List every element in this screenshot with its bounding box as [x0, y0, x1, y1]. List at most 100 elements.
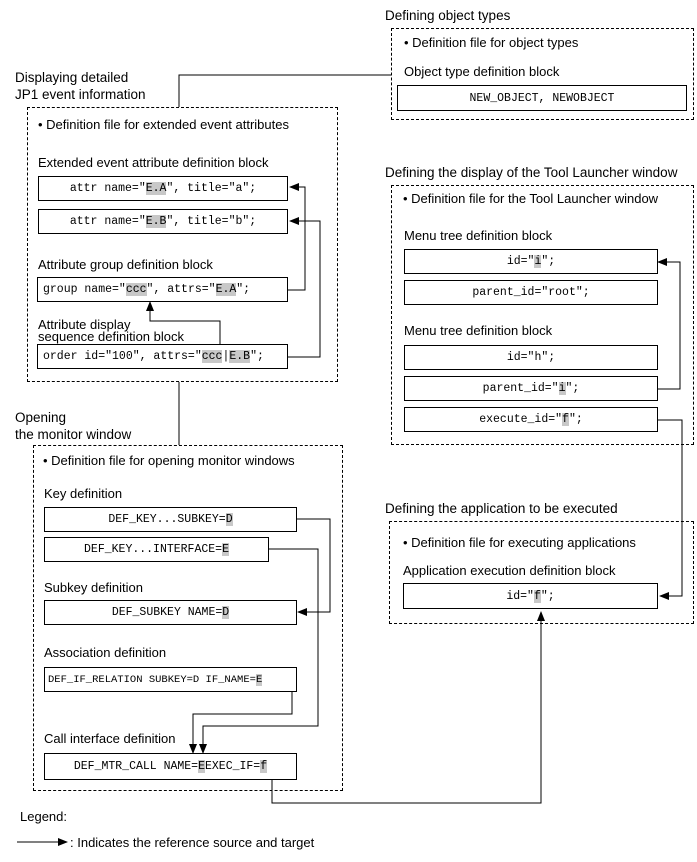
code-highlight-2: E.B — [229, 350, 251, 363]
code-pre: group name=" — [43, 283, 126, 296]
code-post: "; — [565, 382, 580, 395]
code-highlight: i — [534, 255, 542, 268]
code-highlight: E — [222, 543, 229, 556]
arrow-key-to-subkey — [297, 518, 331, 616]
app-id-f-box: id="f"; — [403, 583, 658, 609]
def-key-interface-box: DEF_KEY...INTERFACE=E — [44, 537, 269, 562]
jp1-frame — [27, 107, 338, 382]
code-mid: EXEC_IF= — [205, 760, 261, 773]
arrow-relation-to-call — [189, 692, 293, 754]
tool-launcher-heading: Defining the display of the Tool Launche… — [385, 165, 678, 180]
arrow-call-to-app — [271, 611, 545, 804]
application-heading: Defining the application to be executed — [385, 501, 618, 516]
code-pre: DEF_KEY...SUBKEY= — [108, 513, 226, 526]
menu-parent-root-box: parent_id="root"; — [404, 280, 658, 305]
menu-parent-i-box: parent_id="i"; — [404, 376, 658, 401]
legend-text: : Indicates the reference source and tar… — [70, 835, 315, 850]
code-highlight: f — [533, 589, 541, 603]
monitor-key-label: Key definition — [44, 486, 123, 501]
arrow-order-to-attr-b — [288, 217, 321, 358]
jp1-heading-line2: JP1 event information — [15, 87, 146, 102]
monitor-heading-line2: the monitor window — [15, 427, 132, 442]
def-mtr-call-box: DEF_MTR_CALL NAME=E EXEC_IF=f — [44, 753, 297, 780]
tool-launcher-block2-label: Menu tree definition block — [404, 323, 553, 338]
code-text: id="h"; — [506, 351, 556, 364]
application-frame — [389, 521, 694, 624]
monitor-heading-line1: Opening — [15, 410, 67, 425]
jp1-block3-label-line1: Attribute display — [38, 317, 131, 332]
arrow-execute-to-app — [658, 419, 683, 600]
code-highlight-2: E.A — [215, 283, 237, 296]
tool-launcher-block1-label: Menu tree definition block — [404, 228, 553, 243]
code-pre: DEF_IF_RELATION SUBKEY=D IF_NAME= — [48, 673, 256, 686]
monitor-frame — [33, 445, 343, 791]
arrow-order-to-group — [146, 301, 221, 345]
attr-e-b-box: attr name="E.B", title="b"; — [38, 209, 288, 234]
attr-e-a-box: attr name="E.A", title="a"; — [38, 176, 288, 201]
connector-jp1-to-object-types — [178, 74, 391, 107]
arrow-interface-to-call — [199, 548, 319, 754]
code-pre: DEF_SUBKEY NAME= — [111, 606, 223, 619]
code-text: NEW_OBJECT, NEWOBJECT — [469, 91, 615, 105]
arrow-group-to-attr-a — [288, 183, 306, 291]
jp1-file-title: • Definition file for extended event att… — [38, 117, 289, 132]
jp1-block3-label-line2: sequence definition block — [38, 329, 184, 344]
code-pre: execute_id=" — [479, 413, 563, 426]
menu-id-i-box: id="i"; — [404, 249, 658, 274]
group-ccc-box: group name="ccc", attrs="E.A"; — [37, 277, 288, 302]
object-types-heading: Defining object types — [385, 8, 511, 23]
code-post: "; — [540, 589, 555, 603]
monitor-call-label: Call interface definition — [44, 731, 176, 746]
monitor-assoc-label: Association definition — [44, 645, 167, 660]
order-box: order id="100", attrs="ccc|E.B"; — [37, 344, 288, 369]
object-types-frame — [391, 28, 694, 120]
code-highlight: ccc — [201, 350, 223, 363]
jp1-block1-label: Extended event attribute definition bloc… — [38, 155, 269, 170]
object-types-file-title: • Definition file for object types — [404, 35, 579, 50]
code-text: parent_id="root"; — [472, 286, 590, 299]
arrow-parent-to-id — [657, 258, 681, 390]
code-highlight-2: f — [260, 760, 268, 773]
application-block-label: Application execution definition block — [403, 563, 616, 578]
def-if-relation-box: DEF_IF_RELATION SUBKEY=D IF_NAME=E — [44, 667, 297, 692]
code-mid: ", attrs=" — [146, 283, 216, 296]
menu-id-h-box: id="h"; — [404, 345, 658, 370]
code-highlight: ccc — [125, 283, 147, 296]
def-subkey-box: DEF_SUBKEY NAME=D — [44, 600, 297, 625]
code-pre: order id="100", attrs=" — [43, 350, 202, 363]
application-file-title: • Definition file for executing applicat… — [403, 535, 636, 550]
code-post: "; — [236, 283, 251, 296]
code-mid: | — [222, 350, 230, 363]
jp1-heading-line1: Displaying detailed — [15, 70, 129, 85]
tool-launcher-frame — [391, 185, 694, 445]
code-pre: attr name=" — [69, 182, 146, 195]
code-post: ", title="a"; — [166, 182, 257, 195]
code-highlight: E.B — [145, 215, 167, 228]
code-pre: parent_id=" — [482, 382, 559, 395]
object-types-block-label: Object type definition block — [404, 64, 560, 79]
code-highlight: i — [558, 382, 566, 395]
code-highlight: E — [255, 673, 263, 686]
code-pre: attr name=" — [69, 215, 146, 228]
code-highlight: D — [225, 513, 233, 526]
object-type-definition-box: NEW_OBJECT, NEWOBJECT — [397, 85, 687, 111]
jp1-block2-label: Attribute group definition block — [38, 257, 213, 272]
code-post: "; — [250, 350, 264, 363]
monitor-subkey-label: Subkey definition — [44, 580, 144, 595]
code-highlight: D — [222, 606, 230, 619]
code-highlight: f — [562, 413, 569, 426]
tool-launcher-file-title: • Definition file for the Tool Launcher … — [403, 191, 659, 206]
code-post: ", title="b"; — [166, 215, 257, 228]
code-pre: DEF_KEY...INTERFACE= — [84, 543, 223, 556]
code-pre: DEF_MTR_CALL NAME= — [73, 760, 199, 773]
code-highlight: E.A — [145, 182, 167, 195]
code-pre: id=" — [506, 589, 534, 603]
code-pre: id=" — [506, 255, 535, 268]
code-post: "; — [541, 255, 556, 268]
legend-title: Legend: — [20, 809, 67, 824]
monitor-file-title: • Definition file for opening monitor wi… — [43, 453, 295, 468]
menu-execute-f-box: execute_id="f"; — [404, 407, 658, 432]
code-highlight: E — [198, 760, 205, 773]
